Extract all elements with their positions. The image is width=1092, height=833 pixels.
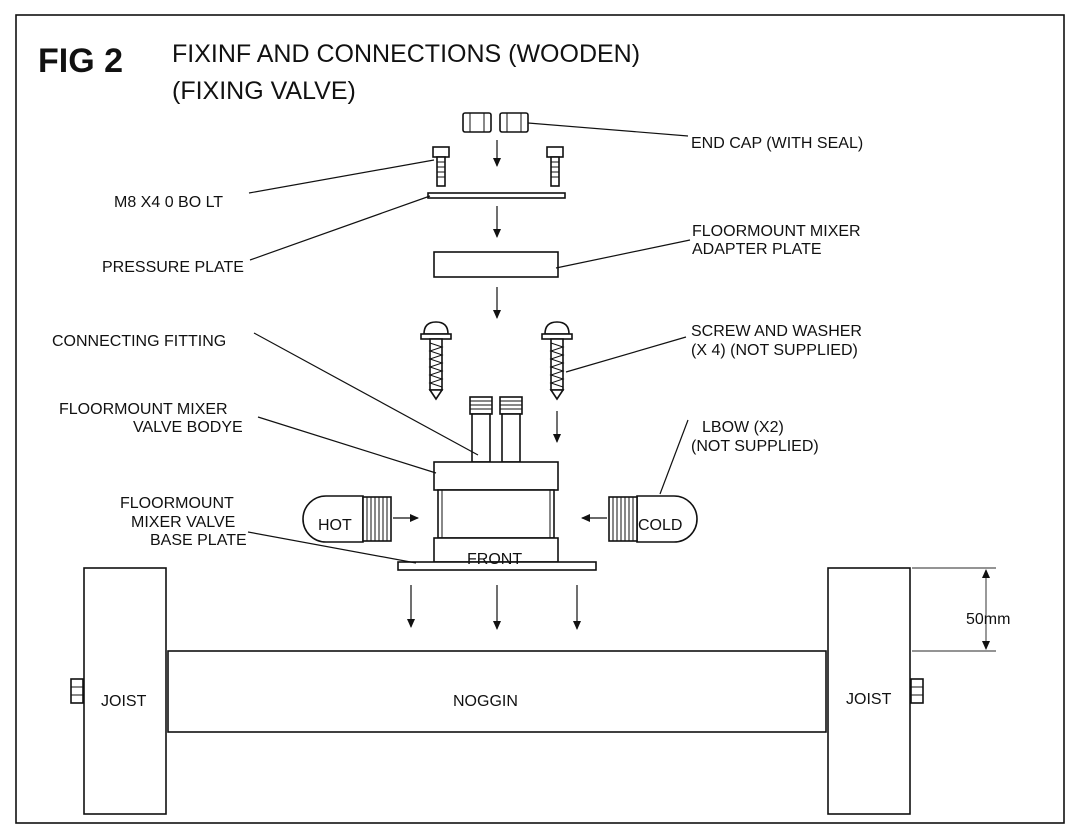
end-cap-leader <box>527 122 689 137</box>
adapter-plate <box>433 251 559 278</box>
adapter-plate-label-line1: FLOORMOUNT MIXER <box>692 223 861 240</box>
valve-body <box>433 461 559 563</box>
elbow-label-line2: (NOT SUPPLIED) <box>691 438 819 455</box>
screw-label-line2: (X 4) (NOT SUPPLIED) <box>691 342 858 359</box>
screw-head-right <box>910 678 924 704</box>
diagram-frame <box>15 14 1065 824</box>
bolt-right <box>546 146 564 187</box>
valve-body-label-line1: FLOORMOUNT MIXER <box>59 401 228 418</box>
valve-body-label-line2: VALVE BODYE <box>133 419 243 436</box>
base-plate-label-line1: FLOORMOUNT <box>120 495 234 512</box>
screw-leader <box>565 336 687 373</box>
connecting-fitting-leader <box>253 332 479 456</box>
screw-left <box>420 321 452 401</box>
screw-right <box>541 321 573 401</box>
end-cap-right <box>499 112 529 133</box>
end-cap-label: END CAP (WITH SEAL) <box>691 135 863 152</box>
elbow-leader <box>659 419 689 495</box>
pressure-plate-leader <box>249 195 431 261</box>
joist-right <box>827 567 911 815</box>
bolt-label: M8 X4 0 BO LT <box>114 194 223 211</box>
elbow-hot <box>302 495 392 543</box>
adapter-plate-leader <box>555 239 691 269</box>
pressure-plate <box>427 192 566 199</box>
dimension-50mm <box>912 567 996 652</box>
joist-left <box>83 567 167 815</box>
noggin-label: NOGGIN <box>453 693 518 710</box>
base-plate-label-line2: MIXER VALVE <box>131 514 235 531</box>
base-plate <box>397 561 597 571</box>
connecting-fitting-label: CONNECTING FITTING <box>52 333 226 350</box>
hot-label: HOT <box>318 517 352 534</box>
bolt-left <box>432 146 450 187</box>
adapter-plate-label-line2: ADAPTER PLATE <box>692 241 822 258</box>
figure-title-line1: FIXINF AND CONNECTIONS (WOODEN) <box>172 40 640 68</box>
base-plate-leader <box>247 531 417 564</box>
bolt-leader <box>248 159 435 194</box>
end-cap-left <box>462 112 492 133</box>
cold-label: COLD <box>638 517 682 534</box>
elbow-label-line1: LBOW (X2) <box>702 419 784 436</box>
pressure-plate-label: PRESSURE PLATE <box>102 259 244 276</box>
connecting-fitting-right <box>499 396 523 463</box>
figure-title-line2: (FIXING VALVE) <box>172 77 356 105</box>
front-label: FRONT <box>467 551 522 568</box>
noggin <box>167 650 827 733</box>
screw-label-line1: SCREW AND WASHER <box>691 323 862 340</box>
valve-body-leader <box>257 416 437 474</box>
joist-left-label: JOIST <box>101 693 147 710</box>
screw-head-left <box>70 678 84 704</box>
joist-right-label: JOIST <box>846 691 892 708</box>
elbow-cold <box>608 495 698 543</box>
base-plate-label-line3: BASE PLATE <box>150 532 247 549</box>
figure-number: FIG 2 <box>38 42 123 80</box>
dimension-label: 50mm <box>966 611 1010 628</box>
